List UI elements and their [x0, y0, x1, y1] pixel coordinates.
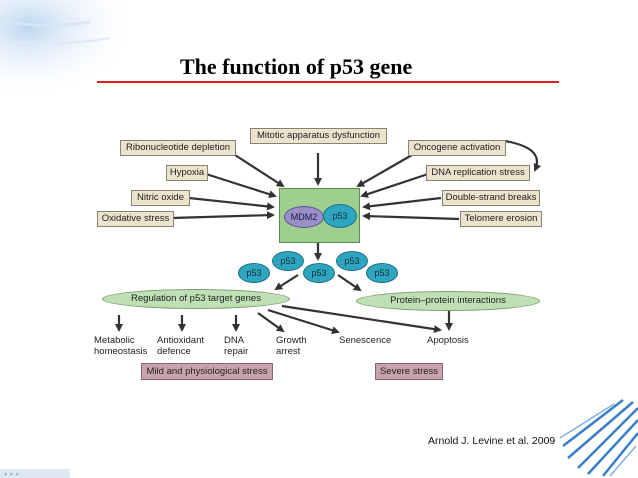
pathway-regulation-target-genes: Regulation of p53 target genes — [102, 289, 290, 309]
arrow-double-strand — [362, 196, 442, 211]
outcome-growth-arrest: Growth arrest — [276, 335, 307, 357]
arrow-to-growth-arrest — [257, 312, 285, 333]
outcome-apoptosis: Apoptosis — [427, 335, 469, 346]
top-left-decoration — [0, 0, 140, 90]
citation: Arnold J. Levine et al. 2009 — [428, 435, 556, 447]
p53-node: p53 — [336, 251, 368, 271]
signal-telomere-erosion: Telomere erosion — [460, 211, 542, 227]
signal-mitotic-apparatus-dysfunction: Mitotic apparatus dysfunction — [250, 128, 387, 144]
mdm2-node: MDM2 — [284, 206, 324, 228]
outcome-senescence: Senescence — [339, 335, 392, 346]
bottom-right-decoration — [559, 399, 638, 477]
arrow-oxidative — [171, 211, 275, 220]
outcome-antioxidant-defence: Antioxidant defence — [157, 335, 205, 357]
bottom-left-decoration: ▪ ▪ ▪ — [0, 469, 70, 478]
p53-node: p53 — [366, 263, 398, 283]
arrow-to-senescence — [267, 308, 340, 335]
outcome-dna-repair: DNA repair — [224, 335, 249, 357]
arrow-nitric-oxide — [188, 196, 275, 211]
slide-title: The function of p53 gene — [180, 54, 413, 79]
p53-node: p53 — [272, 251, 304, 271]
arrow-to-right-pathway — [337, 274, 362, 292]
pathway-protein-interactions: Protein–protein interactions — [356, 291, 540, 311]
arrow-ribonucleotide — [234, 154, 285, 188]
outcome-metabolic-homeostasis: Metabolic homeostasis — [94, 335, 148, 357]
arrow-oncogene — [356, 154, 413, 187]
signal-double-strand-breaks: Double-strand breaks — [442, 190, 540, 206]
p53-node: p53 — [238, 263, 270, 283]
signal-oncogene-activation: Oncogene activation — [408, 140, 506, 156]
arrow-hypoxia — [205, 172, 277, 198]
severe-stress-label: Severe stress — [375, 363, 443, 380]
p53-node: p53 — [303, 263, 335, 283]
signal-dna-replication-stress: DNA replication stress — [426, 165, 530, 181]
arrow-to-left-pathway — [274, 274, 299, 291]
mild-physiological-stress-label: Mild and physiological stress — [141, 363, 273, 380]
signal-ribonucleotide-depletion: Ribonucleotide depletion — [120, 140, 236, 156]
arrow-dna-replication — [360, 172, 429, 198]
svg-text:▪ ▪ ▪: ▪ ▪ ▪ — [4, 469, 19, 478]
title-underline — [97, 81, 559, 83]
signal-oxidative-stress: Oxidative stress — [97, 211, 174, 227]
arrow-telomere — [362, 212, 460, 221]
signal-nitric-oxide: Nitric oxide — [131, 190, 190, 206]
signal-hypoxia: Hypoxia — [166, 165, 208, 181]
hub-p53-node: p53 — [323, 204, 357, 228]
